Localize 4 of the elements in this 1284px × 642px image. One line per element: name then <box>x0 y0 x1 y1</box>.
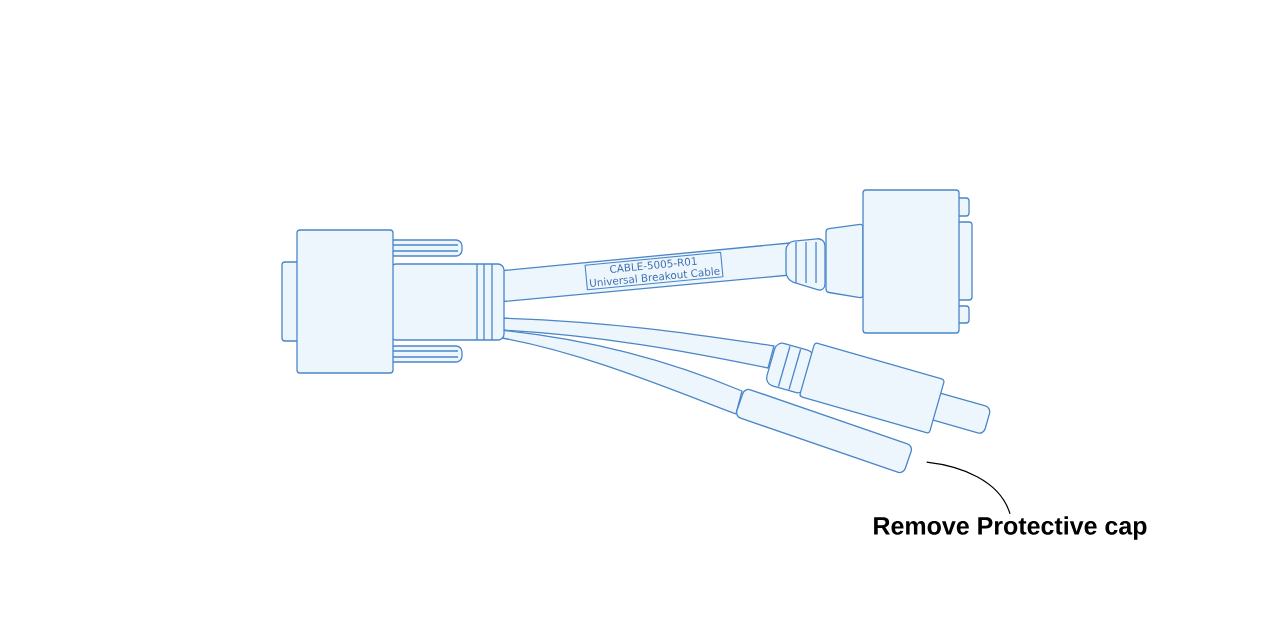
leader-line <box>926 461 1011 515</box>
protective-cap <box>735 388 913 474</box>
callout-text: Remove Protective cap <box>874 516 1147 540</box>
cable-label: CABLE-5005-R01 Universal Breakout Cable <box>584 251 724 291</box>
